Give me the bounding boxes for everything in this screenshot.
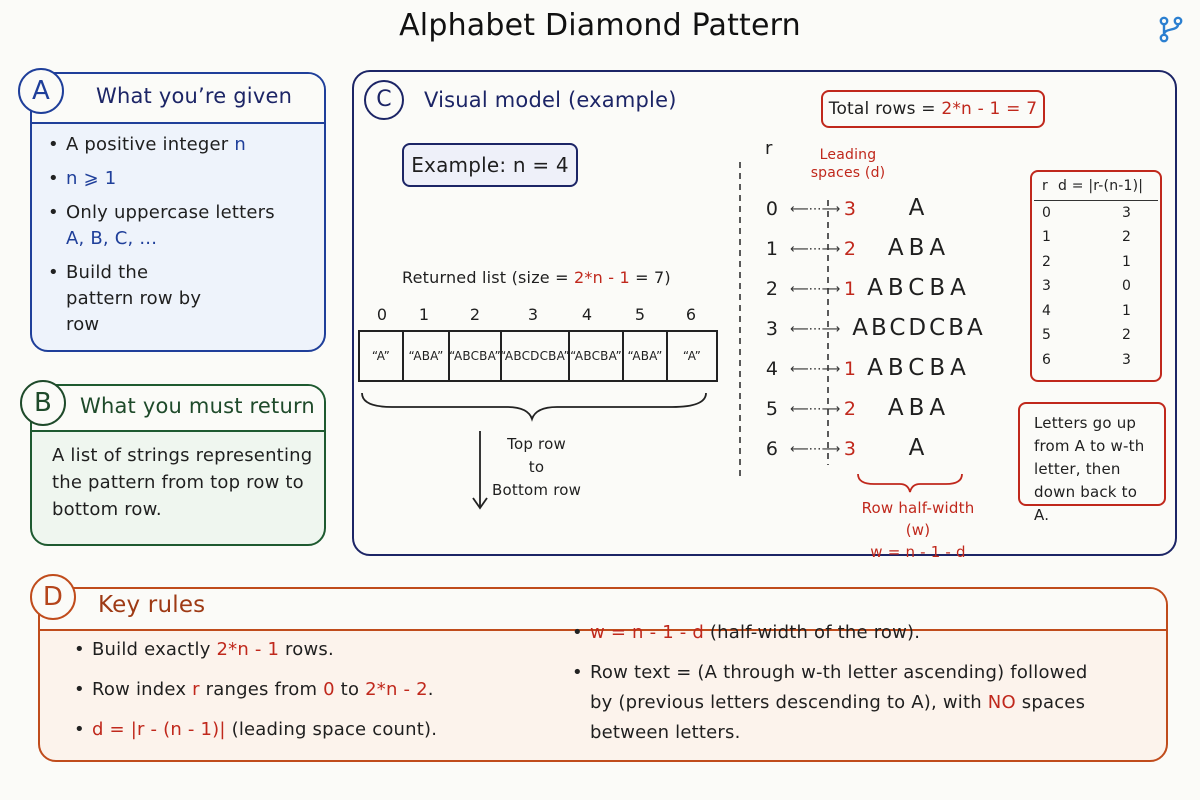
rule-row-text: Row text = (A through w-th letter ascend… (572, 658, 1112, 748)
leading-space-count: 2 (843, 238, 857, 260)
given-list: A positive integer n n ⩾ 1 Only uppercas… (48, 132, 318, 346)
leading-space-count: 3 (843, 198, 857, 220)
diamond-row: ABA (887, 395, 951, 421)
given-item-build: Build the pattern row by row (48, 260, 218, 338)
row-index: 6 (765, 438, 779, 460)
given-item-integer: A positive integer n (48, 132, 318, 158)
row-index: 5 (765, 398, 779, 420)
list-cell: “ABA” (624, 332, 668, 380)
row-index-header: r (765, 138, 773, 159)
given-heading: What you’re given (96, 84, 293, 108)
returned-list: “A” “ABA” “ABCBA” “ABCDCBA” “ABCBA” “ABA… (358, 330, 718, 382)
leading-space-count: 1 (843, 358, 857, 380)
git-fork-icon[interactable] (1156, 14, 1186, 44)
top-to-bottom-label: Top row to Bottom row (492, 435, 582, 499)
list-cell: “A” (682, 349, 702, 363)
r-d-table-frame (1030, 170, 1162, 382)
key-rules-heading: Key rules (98, 592, 206, 618)
section-a-badge: A (18, 68, 64, 114)
return-description: A list of strings representing the patte… (52, 445, 313, 520)
list-index: 1 (418, 305, 430, 324)
dashed-arrow-icon: ⟵⋯⟶ (790, 402, 841, 417)
diamond-row: A (908, 195, 930, 221)
given-item-constraint: n ⩾ 1 (48, 166, 318, 192)
list-index: 6 (685, 305, 697, 324)
return-panel (30, 384, 326, 546)
row-index: 4 (765, 358, 779, 380)
diamond-row: A (908, 435, 930, 461)
list-index: 2 (469, 305, 481, 324)
returned-list-label: Returned list (size = 2*n - 1 = 7) (402, 268, 671, 287)
diamond-row: ABA (887, 235, 951, 261)
leading-space-count: 1 (843, 278, 857, 300)
dashed-arrow-icon: ⟵⋯⟶ (790, 282, 841, 297)
table-header-d: d = |r-(n-1)| (1058, 178, 1158, 201)
row-index: 3 (765, 318, 779, 340)
rule-leading-spaces: d = |r - (n - 1)| (leading space count). (74, 710, 544, 750)
diamond-row: ABCBA (867, 355, 971, 381)
list-cell: “ABCBA” (449, 332, 502, 380)
list-cell: “ABCBA” (570, 332, 624, 380)
list-index: 4 (581, 305, 593, 324)
list-cell: “A” (360, 332, 404, 380)
row-index: 0 (765, 198, 779, 220)
section-c-badge: C (364, 80, 404, 120)
leading-space-count: 2 (843, 398, 857, 420)
dashed-arrow-icon: ⟵⋯⟶ (790, 442, 841, 457)
example-box: Example: n = 4 (402, 143, 578, 187)
page-title: Alphabet Diamond Pattern (399, 8, 801, 43)
diamond-row: ABCDCBA (852, 315, 986, 341)
letters-note: Letters go up from A to w-th letter, the… (1018, 402, 1166, 524)
rule-half-width: w = n - 1 - d (half-width of the row). (572, 618, 1112, 648)
dashed-arrow-icon: ⟵⋯⟶ (790, 322, 841, 337)
row-index: 2 (765, 278, 779, 300)
half-width-brace (857, 473, 963, 493)
list-cell: “ABA” (404, 332, 450, 380)
brace-and-arrow (361, 392, 707, 510)
list-index: 0 (376, 305, 388, 324)
list-cell: “ABCDCBA” (500, 332, 570, 380)
key-rules-right: w = n - 1 - d (half-width of the row). R… (572, 618, 1112, 758)
row-index: 1 (765, 238, 779, 260)
dashed-arrow-icon: ⟵⋯⟶ (790, 242, 841, 257)
rule-row-index: Row index r ranges from 0 to 2*n - 2. (74, 670, 544, 710)
list-index: 5 (634, 305, 646, 324)
half-width-label: Row half-width (w) w = n - 1 - d (861, 499, 975, 561)
diamond-row: ABCBA (867, 275, 971, 301)
leading-spaces-header: Leading spaces (d) (810, 147, 886, 181)
key-rules-left: Build exactly 2*n - 1 rows. Row index r … (74, 630, 544, 750)
dashed-arrow-icon: ⟵⋯⟶ (790, 202, 841, 217)
table-header-r: r (1034, 178, 1058, 201)
leading-space-count: 3 (843, 438, 857, 460)
list-index: 3 (527, 305, 539, 324)
section-d-badge: D (30, 574, 76, 620)
rule-row-count: Build exactly 2*n - 1 rows. (74, 630, 544, 670)
total-rows-box: Total rows = 2*n - 1 = 7 (821, 90, 1045, 128)
section-b-badge: B (20, 380, 66, 426)
dashed-arrow-icon: ⟵⋯⟶ (790, 362, 841, 377)
visual-model-heading: Visual model (example) (424, 88, 677, 112)
return-heading: What you must return (80, 394, 315, 418)
dashed-separators (739, 162, 829, 476)
